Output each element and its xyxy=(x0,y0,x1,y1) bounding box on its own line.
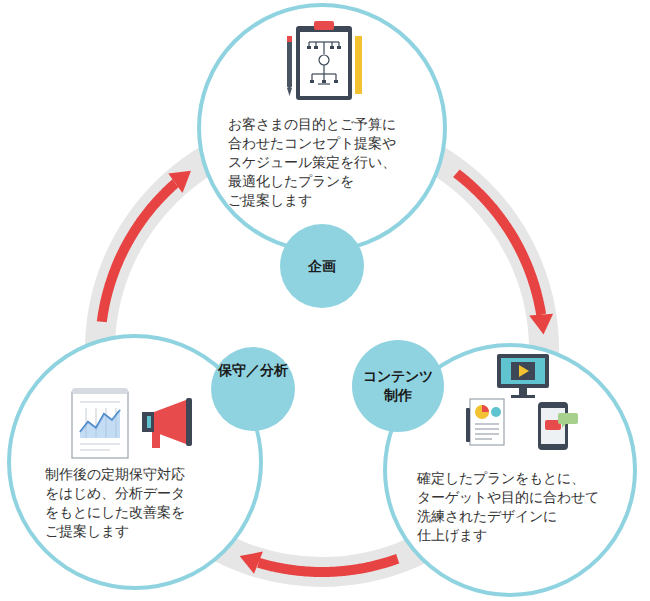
arrow-head xyxy=(529,314,553,335)
arrow-head xyxy=(240,552,263,574)
stage-description: お客さまの目的とご予算に 合わせたコンセプト提案や スケジュール策定を行い、 最… xyxy=(228,115,404,210)
circle-outline xyxy=(280,224,364,308)
media-icon xyxy=(466,354,578,450)
arrow-shaft xyxy=(258,559,397,572)
cycle-arrow xyxy=(102,171,191,322)
circle-outline xyxy=(352,340,444,432)
circle-outline xyxy=(199,5,445,251)
arrow-head xyxy=(168,171,191,193)
stage-label: 企画 xyxy=(280,224,364,308)
stage-name: コンテンツ 制作 xyxy=(359,367,437,405)
stage-description: 制作後の定期保守対応 をはじめ、分析データ をもとにした改善案を ご提案します xyxy=(45,465,193,541)
stage-label: 保守／分析 xyxy=(211,347,295,431)
circle-outline xyxy=(211,347,295,431)
stage-description: 確定したプランをもとに、 ターゲットや目的に合わせて 洗練されたデザインに 仕上… xyxy=(417,469,607,545)
stage-label-circle xyxy=(352,340,444,432)
stage-name: 保守／分析 xyxy=(218,361,288,380)
cycle-arrow xyxy=(240,552,398,574)
arrow-shaft xyxy=(456,173,541,314)
stage-name: 企画 xyxy=(308,257,336,276)
stage-node: お客さまの目的とご予算に 合わせたコンセプト提案や スケジュール策定を行い、 最… xyxy=(197,3,447,253)
arrow-shaft xyxy=(102,183,176,321)
analysis-icon xyxy=(72,388,192,458)
stage-label-circle xyxy=(211,347,295,431)
clipboard-icon xyxy=(287,21,362,100)
stage-label: コンテンツ 制作 xyxy=(352,340,444,432)
cycle-arrow xyxy=(456,173,553,334)
